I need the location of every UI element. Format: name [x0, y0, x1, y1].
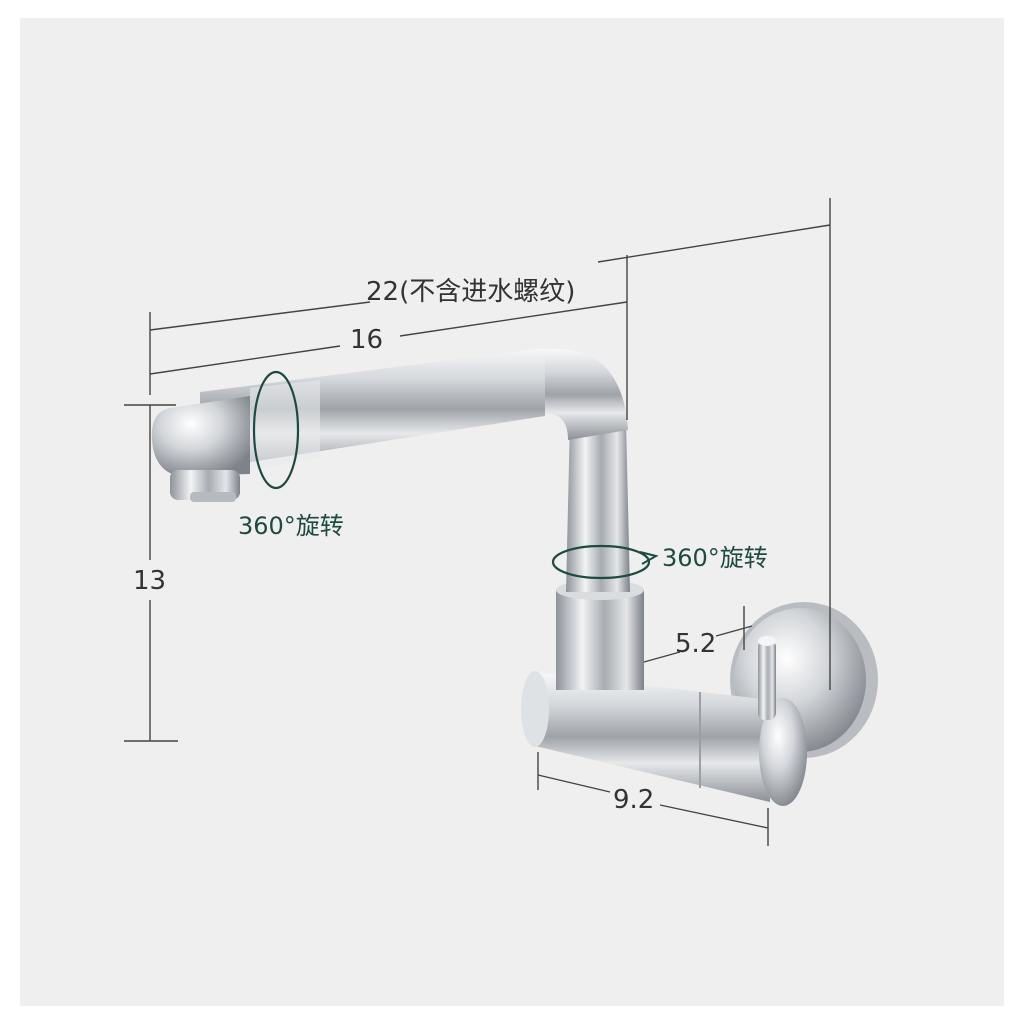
column-rotation-indicator: 360°旋转 [551, 544, 768, 580]
spout-rotation-indicator: 360°旋转 [238, 370, 344, 540]
dimension-labels: 22(不含进水螺纹) 16 13 5.2 9.2 [133, 277, 716, 815]
riser-pipe [566, 420, 630, 592]
spout-rotation-ring [252, 370, 300, 490]
overall-length-label: 22(不含进水螺纹) [366, 277, 575, 307]
diagram-panel [20, 18, 1004, 1006]
spout-length-line-right [399, 301, 628, 337]
column-rotation-label: 360°旋转 [662, 544, 768, 572]
body-length-line-right [659, 804, 769, 829]
column-rotation-ring [551, 544, 651, 580]
spout-head [151, 396, 250, 502]
column-rotation-arrow-icon [639, 551, 659, 565]
base-gap-line-right [715, 625, 753, 637]
spout-rotation-label: 360°旋转 [238, 512, 344, 540]
body-length-label: 9.2 [613, 785, 654, 815]
faucet [151, 348, 878, 806]
overall-length-line-right [597, 224, 831, 263]
spout-length-line-left [149, 345, 341, 375]
base-gap-label: 5.2 [675, 629, 716, 659]
spout-arm [200, 348, 545, 470]
dimension-lines [124, 198, 831, 846]
base-gap-line-left [643, 651, 681, 663]
handle-lever [758, 636, 776, 720]
height-label: 13 [133, 566, 166, 596]
spout-length-label: 16 [350, 325, 383, 355]
overall-length-line-left [149, 301, 371, 331]
spout-elbow [540, 349, 628, 440]
swivel-collar [556, 580, 644, 690]
valve-body [521, 671, 807, 806]
body-length-line-left [537, 774, 611, 793]
